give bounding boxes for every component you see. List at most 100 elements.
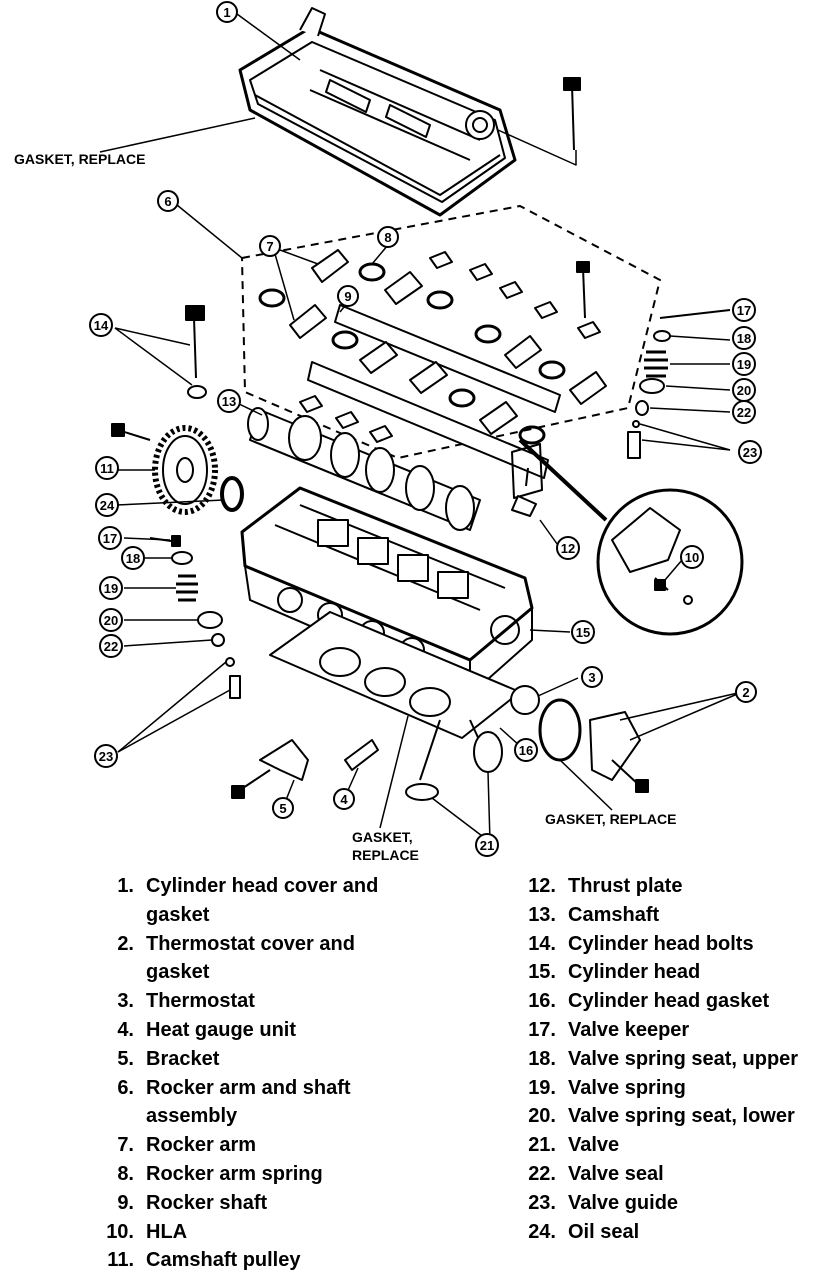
camshaft bbox=[247, 407, 481, 531]
legend-item: 14. Cylinder head bolts bbox=[506, 930, 832, 959]
camshaft-pulley bbox=[111, 423, 244, 515]
marker-14: 14 bbox=[89, 313, 113, 337]
legend-item: 15.Cylinder head bbox=[506, 958, 832, 987]
legend-item: 23. Valve guide bbox=[506, 1189, 832, 1218]
marker-1: 1 bbox=[216, 1, 238, 23]
legend-item-text: Valve keeper bbox=[568, 1018, 690, 1041]
marker-6: 6 bbox=[157, 190, 179, 212]
marker-23-right: 23 bbox=[738, 440, 762, 464]
legend-item: 5.Bracket bbox=[96, 1045, 496, 1074]
svg-text:16: 16 bbox=[519, 743, 533, 758]
legend-item-continuation: assembly bbox=[146, 1105, 238, 1128]
legend-item-number: 4. bbox=[117, 1018, 134, 1041]
legend-item-number: 21. bbox=[528, 1134, 556, 1157]
legend-item-text: Valve spring bbox=[568, 1076, 686, 1099]
legend-item-number: 8. bbox=[117, 1162, 134, 1185]
legend-item: 18. Valve spring seat, upper bbox=[506, 1045, 832, 1074]
marker-8: 8 bbox=[377, 226, 399, 248]
svg-text:7: 7 bbox=[266, 239, 273, 254]
legend-item-number: 1. bbox=[117, 875, 134, 897]
rocker-caps bbox=[299, 251, 601, 443]
marker-17-left: 17 bbox=[98, 526, 122, 550]
legend-item: 16.Cylinder head gasket bbox=[506, 987, 832, 1016]
legend-item-number: 24. bbox=[528, 1220, 556, 1243]
marker-21: 21 bbox=[475, 833, 499, 857]
marker-9: 9 bbox=[337, 285, 359, 307]
legend-item-number: 17. bbox=[528, 1018, 556, 1041]
marker-18-right: 18 bbox=[732, 326, 756, 350]
svg-text:14: 14 bbox=[94, 318, 109, 333]
legend-item: 9.Rocker shaft bbox=[96, 1189, 496, 1218]
legend-item-text: Thermostat bbox=[146, 990, 255, 1013]
legend-item-number: 6. bbox=[117, 1076, 134, 1099]
legend-item-number: 18. bbox=[528, 1047, 556, 1070]
legend-item-text: Camshaft pulley bbox=[146, 1249, 301, 1272]
legend-item-number: 12. bbox=[528, 875, 556, 897]
legend-item-number: 14. bbox=[528, 932, 556, 955]
legend-item-number: 11. bbox=[107, 1249, 134, 1272]
legend-item: 6.Rocker arm and shaft bbox=[96, 1074, 496, 1103]
legend-item-text: Thrust plate bbox=[568, 875, 683, 897]
legend-item: 19.Valve spring bbox=[506, 1074, 832, 1103]
svg-text:17: 17 bbox=[737, 303, 751, 318]
rocker-arms bbox=[289, 249, 607, 435]
cylinder-head-cover bbox=[238, 7, 581, 217]
marker-23-left: 23 bbox=[94, 744, 118, 768]
legend-item-continuation: gasket bbox=[146, 961, 210, 984]
legend-item-number: 23. bbox=[528, 1191, 556, 1214]
svg-text:5: 5 bbox=[279, 801, 286, 816]
marker-19-right: 19 bbox=[732, 352, 756, 376]
legend-item: 20.Valve spring seat, lower bbox=[506, 1102, 832, 1131]
svg-text:1: 1 bbox=[223, 5, 230, 20]
marker-5: 5 bbox=[272, 797, 294, 819]
svg-text:22: 22 bbox=[737, 405, 751, 420]
legend-item-number: 2. bbox=[117, 932, 134, 955]
marker-13: 13 bbox=[217, 389, 241, 413]
marker-12: 12 bbox=[556, 536, 580, 560]
valve-parts-left bbox=[149, 535, 241, 699]
marker-10-detail: 10 bbox=[680, 545, 704, 569]
marker-16: 16 bbox=[514, 738, 538, 762]
legend-item: 22.Valve seal bbox=[506, 1160, 832, 1189]
legend-item-text: Heat gauge unit bbox=[146, 1018, 297, 1041]
legend-item-number: 15. bbox=[528, 961, 556, 984]
legend-item: 2. Thermostat cover and bbox=[96, 930, 496, 959]
marker-15: 15 bbox=[571, 620, 595, 644]
cylinder-head bbox=[240, 486, 534, 696]
svg-text:13: 13 bbox=[222, 394, 236, 409]
legend-item: 24.Oil seal bbox=[506, 1218, 832, 1247]
marker-18-left: 18 bbox=[121, 546, 145, 570]
svg-text:23: 23 bbox=[743, 445, 757, 460]
legend-item-text: Cylinder head cover and bbox=[146, 875, 379, 897]
svg-text:3: 3 bbox=[588, 670, 595, 685]
legend-item-text: HLA bbox=[146, 1220, 188, 1243]
marker-2: 2 bbox=[735, 681, 757, 703]
legend-item: 12. Thrust plate bbox=[506, 872, 832, 901]
legend-item: 4. Heat gauge unit bbox=[96, 1016, 496, 1045]
legend-item-text: Cylinder head bolts bbox=[568, 932, 754, 955]
legend-item-text: Rocker arm bbox=[146, 1134, 257, 1157]
svg-text:19: 19 bbox=[104, 581, 118, 596]
legend-item-text: Valve guide bbox=[568, 1191, 679, 1214]
marker-11: 11 bbox=[95, 456, 119, 480]
svg-text:20: 20 bbox=[737, 383, 751, 398]
legend-item: 17. Valve keeper bbox=[506, 1016, 832, 1045]
svg-text:22: 22 bbox=[104, 639, 118, 654]
marker-22-left: 22 bbox=[99, 634, 123, 658]
legend-item-text: Valve spring seat, upper bbox=[568, 1047, 799, 1070]
legend-item-continuation: gasket bbox=[146, 903, 210, 926]
svg-text:10: 10 bbox=[685, 550, 699, 565]
svg-text:21: 21 bbox=[480, 838, 494, 853]
gasket-head-label-line2: REPLACE bbox=[352, 847, 419, 863]
legend-item: 21.Valve bbox=[506, 1131, 832, 1160]
legend-item: 8.Rocker arm spring bbox=[96, 1160, 496, 1189]
leader-lines bbox=[99, 13, 743, 843]
svg-text:6: 6 bbox=[164, 194, 171, 209]
legend-item-text: Thermostat cover and bbox=[146, 932, 355, 955]
legend-item: 11. Camshaft pulley bbox=[96, 1246, 496, 1275]
rocker-assembly-outline bbox=[241, 205, 661, 459]
legend-item-number: 20. bbox=[528, 1105, 556, 1128]
svg-text:18: 18 bbox=[126, 551, 140, 566]
head-bolt bbox=[185, 305, 207, 399]
